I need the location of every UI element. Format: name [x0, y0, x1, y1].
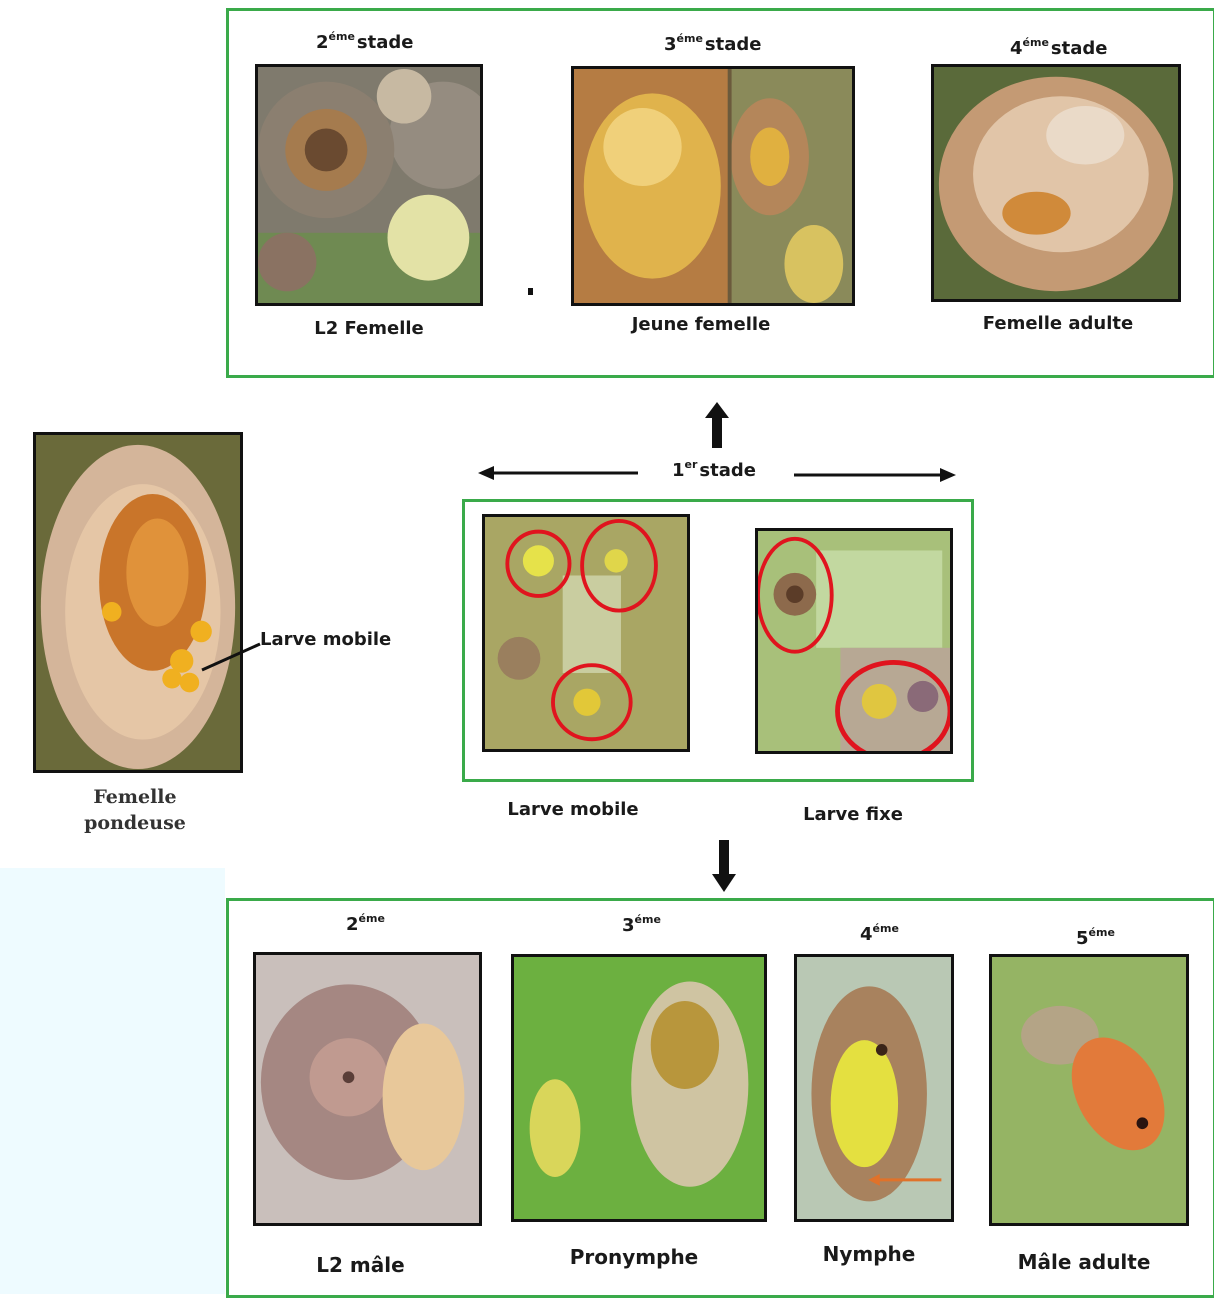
label-l2-femelle: L2 Femelle	[255, 318, 483, 339]
callout-line	[200, 640, 262, 674]
caption-line-1: Femelle	[40, 784, 230, 810]
arrow-up-icon	[705, 402, 729, 448]
photo-larve-mobile	[482, 514, 690, 752]
photo-larve-fixe	[755, 528, 953, 754]
stray-dot	[528, 288, 533, 295]
arrow-left-icon	[478, 464, 638, 482]
caption-femelle-pondeuse: Femelle pondeuse	[40, 784, 230, 836]
stage-heading-male-2: 2éme	[346, 912, 387, 935]
label-larve-mobile-callout: Larve mobile	[260, 629, 391, 650]
arrow-down-icon	[712, 840, 736, 892]
label-male-adulte: Mâle adulte	[989, 1250, 1179, 1274]
photo-l2-male	[253, 952, 482, 1226]
label-larve-fixe: Larve fixe	[760, 804, 946, 825]
stage-heading-male-5: 5éme	[1076, 926, 1117, 949]
label-femelle-adulte: Femelle adulte	[931, 313, 1185, 334]
label-larve-mobile: Larve mobile	[478, 799, 668, 820]
photo-l2-femelle	[255, 64, 483, 306]
arrow-right-icon	[794, 466, 956, 484]
photo-femelle-pondeuse	[33, 432, 243, 773]
photo-femelle-adulte	[931, 64, 1181, 302]
stage-heading-male-3: 3éme	[622, 913, 663, 936]
caption-line-2: pondeuse	[40, 810, 230, 836]
stage-heading-male-4: 4éme	[860, 922, 901, 945]
photo-nymphe	[794, 954, 954, 1222]
label-nymphe: Nymphe	[794, 1242, 944, 1266]
photo-pronymphe	[511, 954, 767, 1222]
label-jeune-femelle: Jeune femelle	[571, 314, 831, 335]
photo-jeune-femelle	[571, 66, 855, 306]
label-pronymphe: Pronymphe	[511, 1245, 757, 1269]
photo-male-adulte	[989, 954, 1189, 1226]
label-l2-male: L2 mâle	[253, 1253, 468, 1277]
background-wash	[0, 868, 225, 1294]
